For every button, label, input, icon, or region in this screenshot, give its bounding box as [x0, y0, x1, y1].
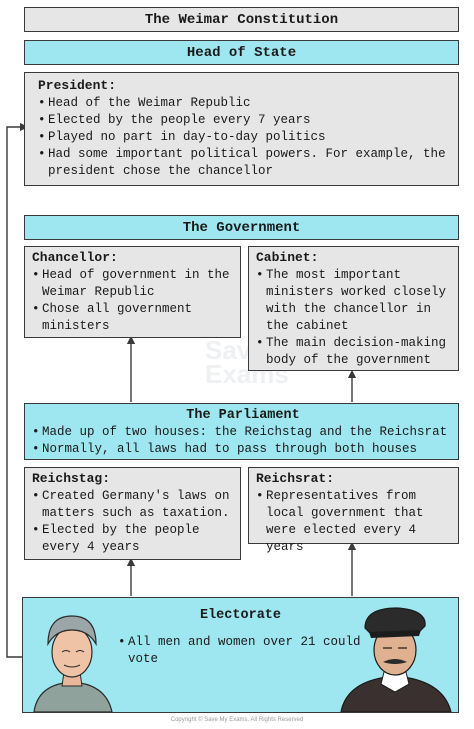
president-label: President:: [38, 78, 117, 93]
parliament-box: The Parliament Made up of two houses: th…: [24, 403, 459, 460]
chancellor-item: Head of government in the Weimar Republi…: [32, 267, 236, 301]
title-box: The Weimar Constitution: [24, 7, 459, 32]
president-item: Head of the Weimar Republic: [38, 95, 452, 112]
chancellor-item: Chose all government ministers: [32, 301, 236, 335]
electorate-list: All men and women over 21 could vote: [118, 634, 368, 668]
president-item: Played no part in day-to-day politics: [38, 129, 452, 146]
president-box: President: Head of the Weimar Republic E…: [24, 72, 459, 186]
cabinet-list: The most important ministers worked clos…: [256, 267, 454, 369]
head-of-state-header: Head of State: [24, 40, 459, 65]
parliament-list: Made up of two houses: the Reichstag and…: [32, 424, 454, 458]
reichstag-label: Reichstag:: [32, 471, 111, 486]
reichstag-list: Created Germany's laws on matters such a…: [32, 488, 236, 556]
president-list: Head of the Weimar Republic Elected by t…: [38, 95, 452, 180]
diagram-title: The Weimar Constitution: [144, 11, 339, 28]
parliament-item: Normally, all laws had to pass through b…: [32, 441, 454, 458]
electorate-item: All men and women over 21 could vote: [118, 634, 368, 668]
electorate-title: Electorate: [199, 608, 281, 623]
president-item: Elected by the people every 7 years: [38, 112, 452, 129]
chancellor-box: Chancellor: Head of government in the We…: [24, 246, 241, 338]
reichsrat-list: Representatives from local government th…: [256, 488, 454, 556]
electorate-box: Electorate All men and women over 21 cou…: [22, 597, 459, 713]
government-header: The Government: [24, 215, 459, 240]
reichsrat-box: Reichsrat: Representatives from local go…: [248, 467, 459, 554]
cabinet-item: The most important ministers worked clos…: [256, 267, 454, 335]
chancellor-list: Head of government in the Weimar Republi…: [32, 267, 236, 335]
president-item: Had some important political powers. For…: [38, 146, 452, 180]
reichstag-box: Reichstag: Created Germany's laws on mat…: [24, 467, 241, 560]
woman-illustration: [33, 615, 113, 712]
chancellor-label: Chancellor:: [32, 250, 118, 265]
reichstag-item: Created Germany's laws on matters such a…: [32, 488, 236, 522]
electorate-to-president-line: [6, 122, 29, 658]
parliament-item: Made up of two houses: the Reichstag and…: [32, 424, 454, 441]
man-illustration: [340, 607, 452, 712]
head-of-state-title: Head of State: [186, 44, 297, 61]
reichsrat-item: Representatives from local government th…: [256, 488, 454, 556]
cabinet-box: Cabinet: The most important ministers wo…: [248, 246, 459, 371]
government-title: The Government: [182, 219, 301, 236]
parliament-title: The Parliament: [186, 408, 300, 423]
cabinet-item: The main decision-making body of the gov…: [256, 335, 454, 369]
reichstag-item: Elected by the people every 4 years: [32, 522, 236, 556]
cabinet-label: Cabinet:: [256, 250, 319, 265]
reichsrat-label: Reichsrat:: [256, 471, 335, 486]
copyright-text: Copyright © Save My Exams. All Rights Re…: [170, 717, 304, 723]
